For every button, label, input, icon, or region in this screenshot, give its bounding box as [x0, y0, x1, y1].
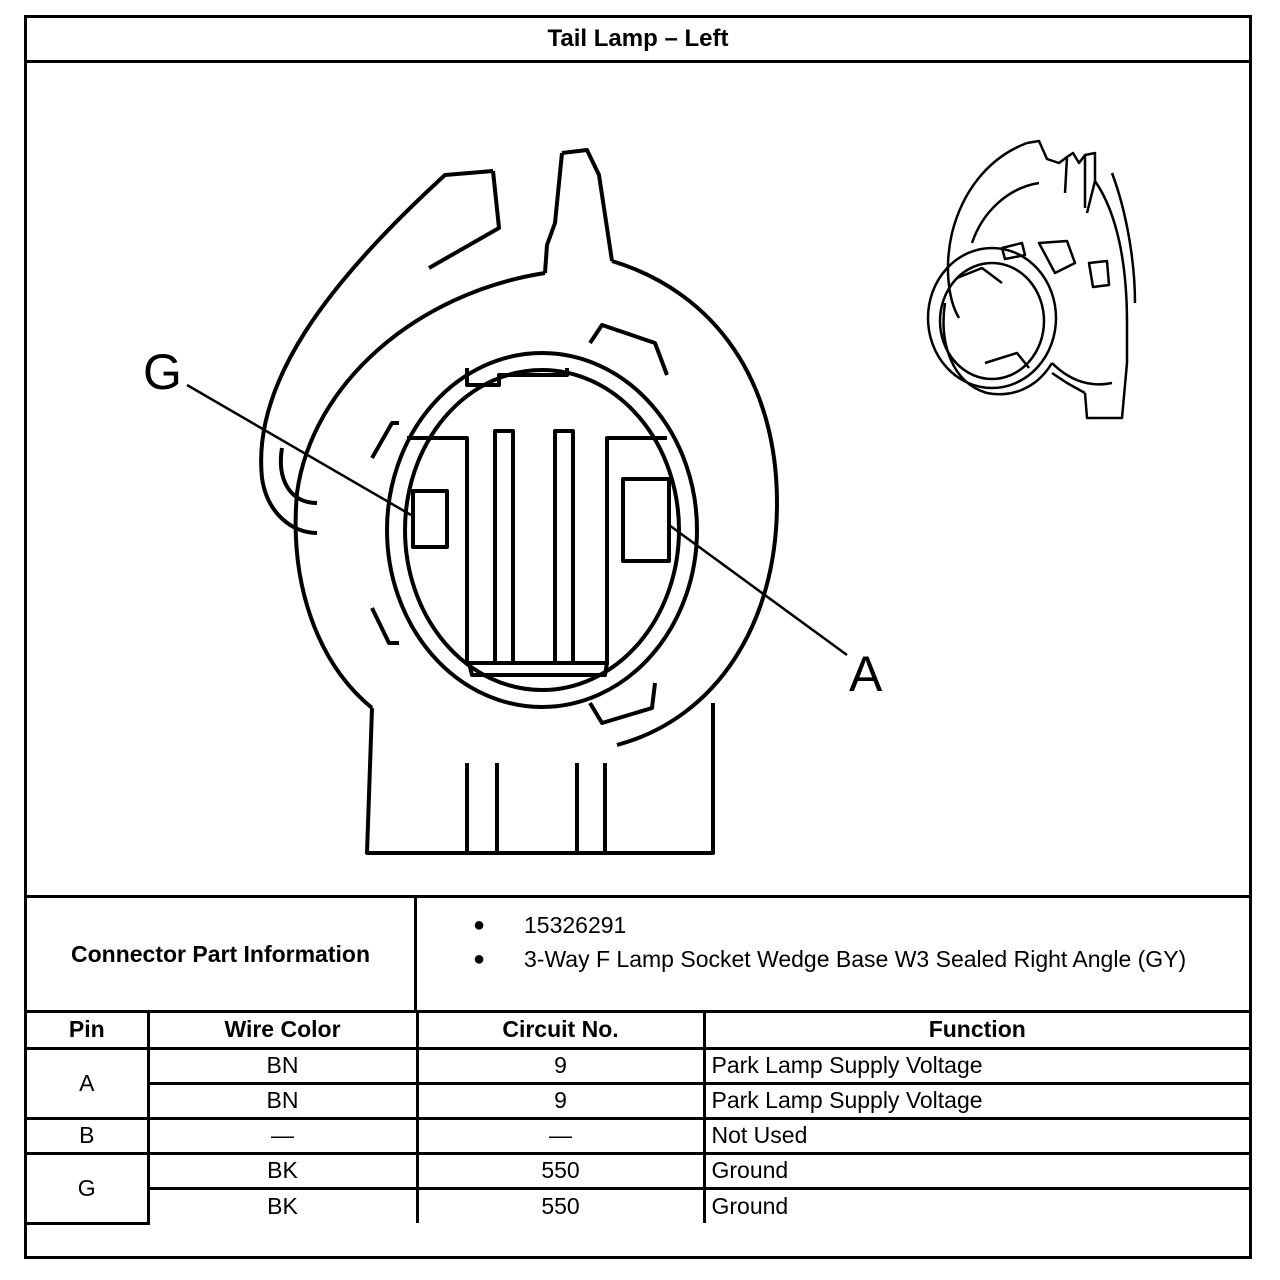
header-function: Function [702, 1013, 1249, 1050]
wire-color-cell: BK [146, 1186, 419, 1223]
wire-color-cell: BK [146, 1151, 419, 1190]
circuit-no-cell: 550 [415, 1151, 706, 1190]
part-description-item: ● 3-Way F Lamp Socket Wedge Base W3 Seal… [417, 942, 1249, 976]
bullet-icon: ● [473, 948, 486, 970]
table-row: A BN 9 Park Lamp Supply Voltage [27, 1046, 1249, 1120]
table-row: BN 9 Park Lamp Supply Voltage [27, 1081, 1249, 1120]
function-cell: Park Lamp Supply Voltage [702, 1046, 1249, 1085]
connector-info-label: Connector Part Information [27, 898, 417, 1010]
function-cell: Not Used [702, 1116, 1249, 1155]
wire-color-cell: — [146, 1116, 419, 1155]
connector-face-view: G A [143, 139, 1137, 855]
circuit-no-cell: 9 [415, 1046, 706, 1085]
function-cell: Park Lamp Supply Voltage [702, 1081, 1249, 1120]
page-title: Tail Lamp – Left [27, 18, 1249, 63]
circuit-no-cell: — [415, 1116, 706, 1155]
connector-info-list: ● 15326291 ● 3-Way F Lamp Socket Wedge B… [417, 898, 1249, 1020]
bullet-icon: ● [473, 914, 486, 936]
table-row: G BK 550 Ground [27, 1151, 1249, 1225]
header-wire-color: Wire Color [146, 1013, 419, 1050]
part-number-item: ● 15326291 [417, 908, 1249, 942]
function-cell: Ground [702, 1186, 1249, 1223]
circuit-no-cell: 550 [415, 1186, 706, 1223]
connector-sheet: Tail Lamp – Left [24, 15, 1252, 1259]
table-row: BK 550 Ground [27, 1186, 1249, 1223]
pin-cell: G [27, 1151, 150, 1225]
connector-iso-view [926, 139, 1137, 420]
part-number: 15326291 [524, 912, 627, 938]
table-row: B — — Not Used [27, 1116, 1249, 1155]
header-circuit-no: Circuit No. [415, 1013, 706, 1050]
part-description: 3-Way F Lamp Socket Wedge Base W3 Sealed… [524, 946, 1187, 972]
header-pin: Pin [27, 1013, 150, 1050]
circuit-no-cell: 9 [415, 1081, 706, 1120]
connector-part-information: Connector Part Information ● 15326291 ● … [27, 895, 1249, 1013]
wire-color-cell: BN [146, 1046, 419, 1085]
pin-cell: A [27, 1046, 150, 1120]
function-cell: Ground [702, 1151, 1249, 1190]
wire-color-cell: BN [146, 1081, 419, 1120]
callout-a-label: A [849, 646, 883, 702]
pin-cell: B [27, 1116, 150, 1155]
table-header-row: Pin Wire Color Circuit No. Function [27, 1013, 1249, 1050]
pinout-table: Pin Wire Color Circuit No. Function A BN… [27, 1013, 1249, 1225]
callout-g-label: G [143, 344, 182, 400]
connector-diagram: G A [27, 63, 1249, 895]
